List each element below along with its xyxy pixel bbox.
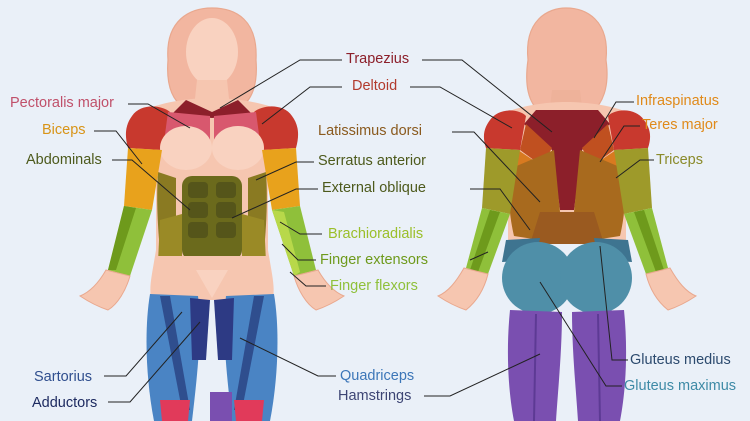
leader-finger-flexors [289, 271, 326, 287]
leader-lines [94, 59, 654, 403]
front-figure [78, 7, 346, 421]
back-figure [436, 7, 698, 421]
back-forearm-right-ext [634, 210, 664, 272]
leader-oblique [231, 188, 531, 231]
label-gluteus-medius: Gluteus medius [630, 352, 731, 368]
front-oblique-left [158, 214, 182, 262]
label-external-oblique: External oblique [322, 180, 426, 196]
leader-gluteus-medius [599, 245, 628, 361]
back-hamstring-line-right [597, 313, 601, 421]
back-trapezius [524, 110, 610, 210]
leader-finger-extensors [281, 243, 489, 261]
front-brachioradialis-right [272, 210, 300, 276]
label-hamstrings: Hamstrings [338, 388, 412, 404]
label-finger-extensors: Finger extensors [320, 252, 428, 268]
leader-triceps [615, 159, 654, 179]
leader-sartorius [104, 311, 183, 377]
front-hand-right [293, 269, 346, 311]
front-biceps-right [262, 148, 300, 210]
front-adductors-left [190, 298, 210, 360]
label-brachioradialis: Brachioradialis [328, 226, 424, 242]
label-abdominals: Abdominals [26, 152, 102, 168]
leader-adductors [108, 321, 201, 403]
label-sartorius: Sartorius [34, 369, 93, 385]
label-gluteus-maximus: Gluteus maximus [624, 378, 737, 394]
front-trapezius [172, 100, 252, 118]
label-biceps: Biceps [42, 122, 86, 138]
label-teres-major: Teres major [642, 117, 718, 133]
front-deltoid-right [254, 106, 299, 150]
front-brachioradialis-left [108, 206, 136, 270]
front-adductors-right [214, 298, 234, 360]
back-hand-right [645, 267, 698, 311]
leader-abdominals [112, 159, 191, 211]
front-deltoid-left [125, 106, 170, 150]
leader-serratus [255, 161, 314, 181]
leader-quadriceps [239, 337, 336, 377]
leader-gluteus-maximus [539, 281, 622, 387]
front-breast-left [160, 126, 212, 170]
leader-biceps [94, 130, 143, 165]
front-face [186, 18, 238, 86]
back-triceps-right [614, 148, 652, 214]
label-infraspinatus: Infraspinatus [636, 93, 720, 109]
front-oblique-right [242, 214, 266, 262]
front-abs-segments [188, 182, 236, 238]
leader-teres [599, 125, 640, 163]
back-triceps-left [482, 148, 520, 214]
leader-hamstrings [424, 353, 541, 397]
leader-infraspinatus [593, 101, 634, 139]
leader-latissimus [452, 131, 541, 203]
leader-pectoralis [128, 103, 191, 129]
leader-deltoid [261, 86, 513, 129]
leader-brachioradialis [279, 221, 322, 235]
back-gluteus-maximus-left [502, 242, 574, 314]
label-adductors: Adductors [32, 395, 98, 411]
front-groin [196, 270, 228, 298]
front-shin-right [234, 400, 264, 421]
label-serratus-anterior: Serratus anterior [318, 153, 426, 169]
front-breast-right [212, 126, 264, 170]
leader-trapezius [219, 59, 553, 133]
label-pectoralis-major: Pectoralis major [10, 95, 114, 111]
front-biceps-left [124, 148, 162, 210]
front-sartorius-left [160, 296, 190, 410]
label-triceps: Triceps [656, 152, 703, 168]
front-shin-left [160, 400, 190, 421]
label-trapezius: Trapezius [346, 51, 410, 67]
label-deltoid: Deltoid [352, 78, 398, 94]
front-sartorius-right [234, 296, 264, 410]
front-hand-left [78, 269, 131, 311]
front-calf-left [210, 392, 232, 421]
back-deltoid-right [608, 110, 651, 150]
back-hamstring-line-left [533, 313, 537, 421]
back-deltoid-left [483, 110, 526, 150]
back-hand-left [436, 267, 489, 311]
back-gluteus-maximus-right [560, 242, 632, 314]
label-latissimus-dorsi: Latissimus dorsi [318, 123, 422, 139]
back-lower-back [530, 212, 604, 244]
label-quadriceps: Quadriceps [340, 368, 415, 384]
label-finger-flexors: Finger flexors [330, 278, 418, 294]
